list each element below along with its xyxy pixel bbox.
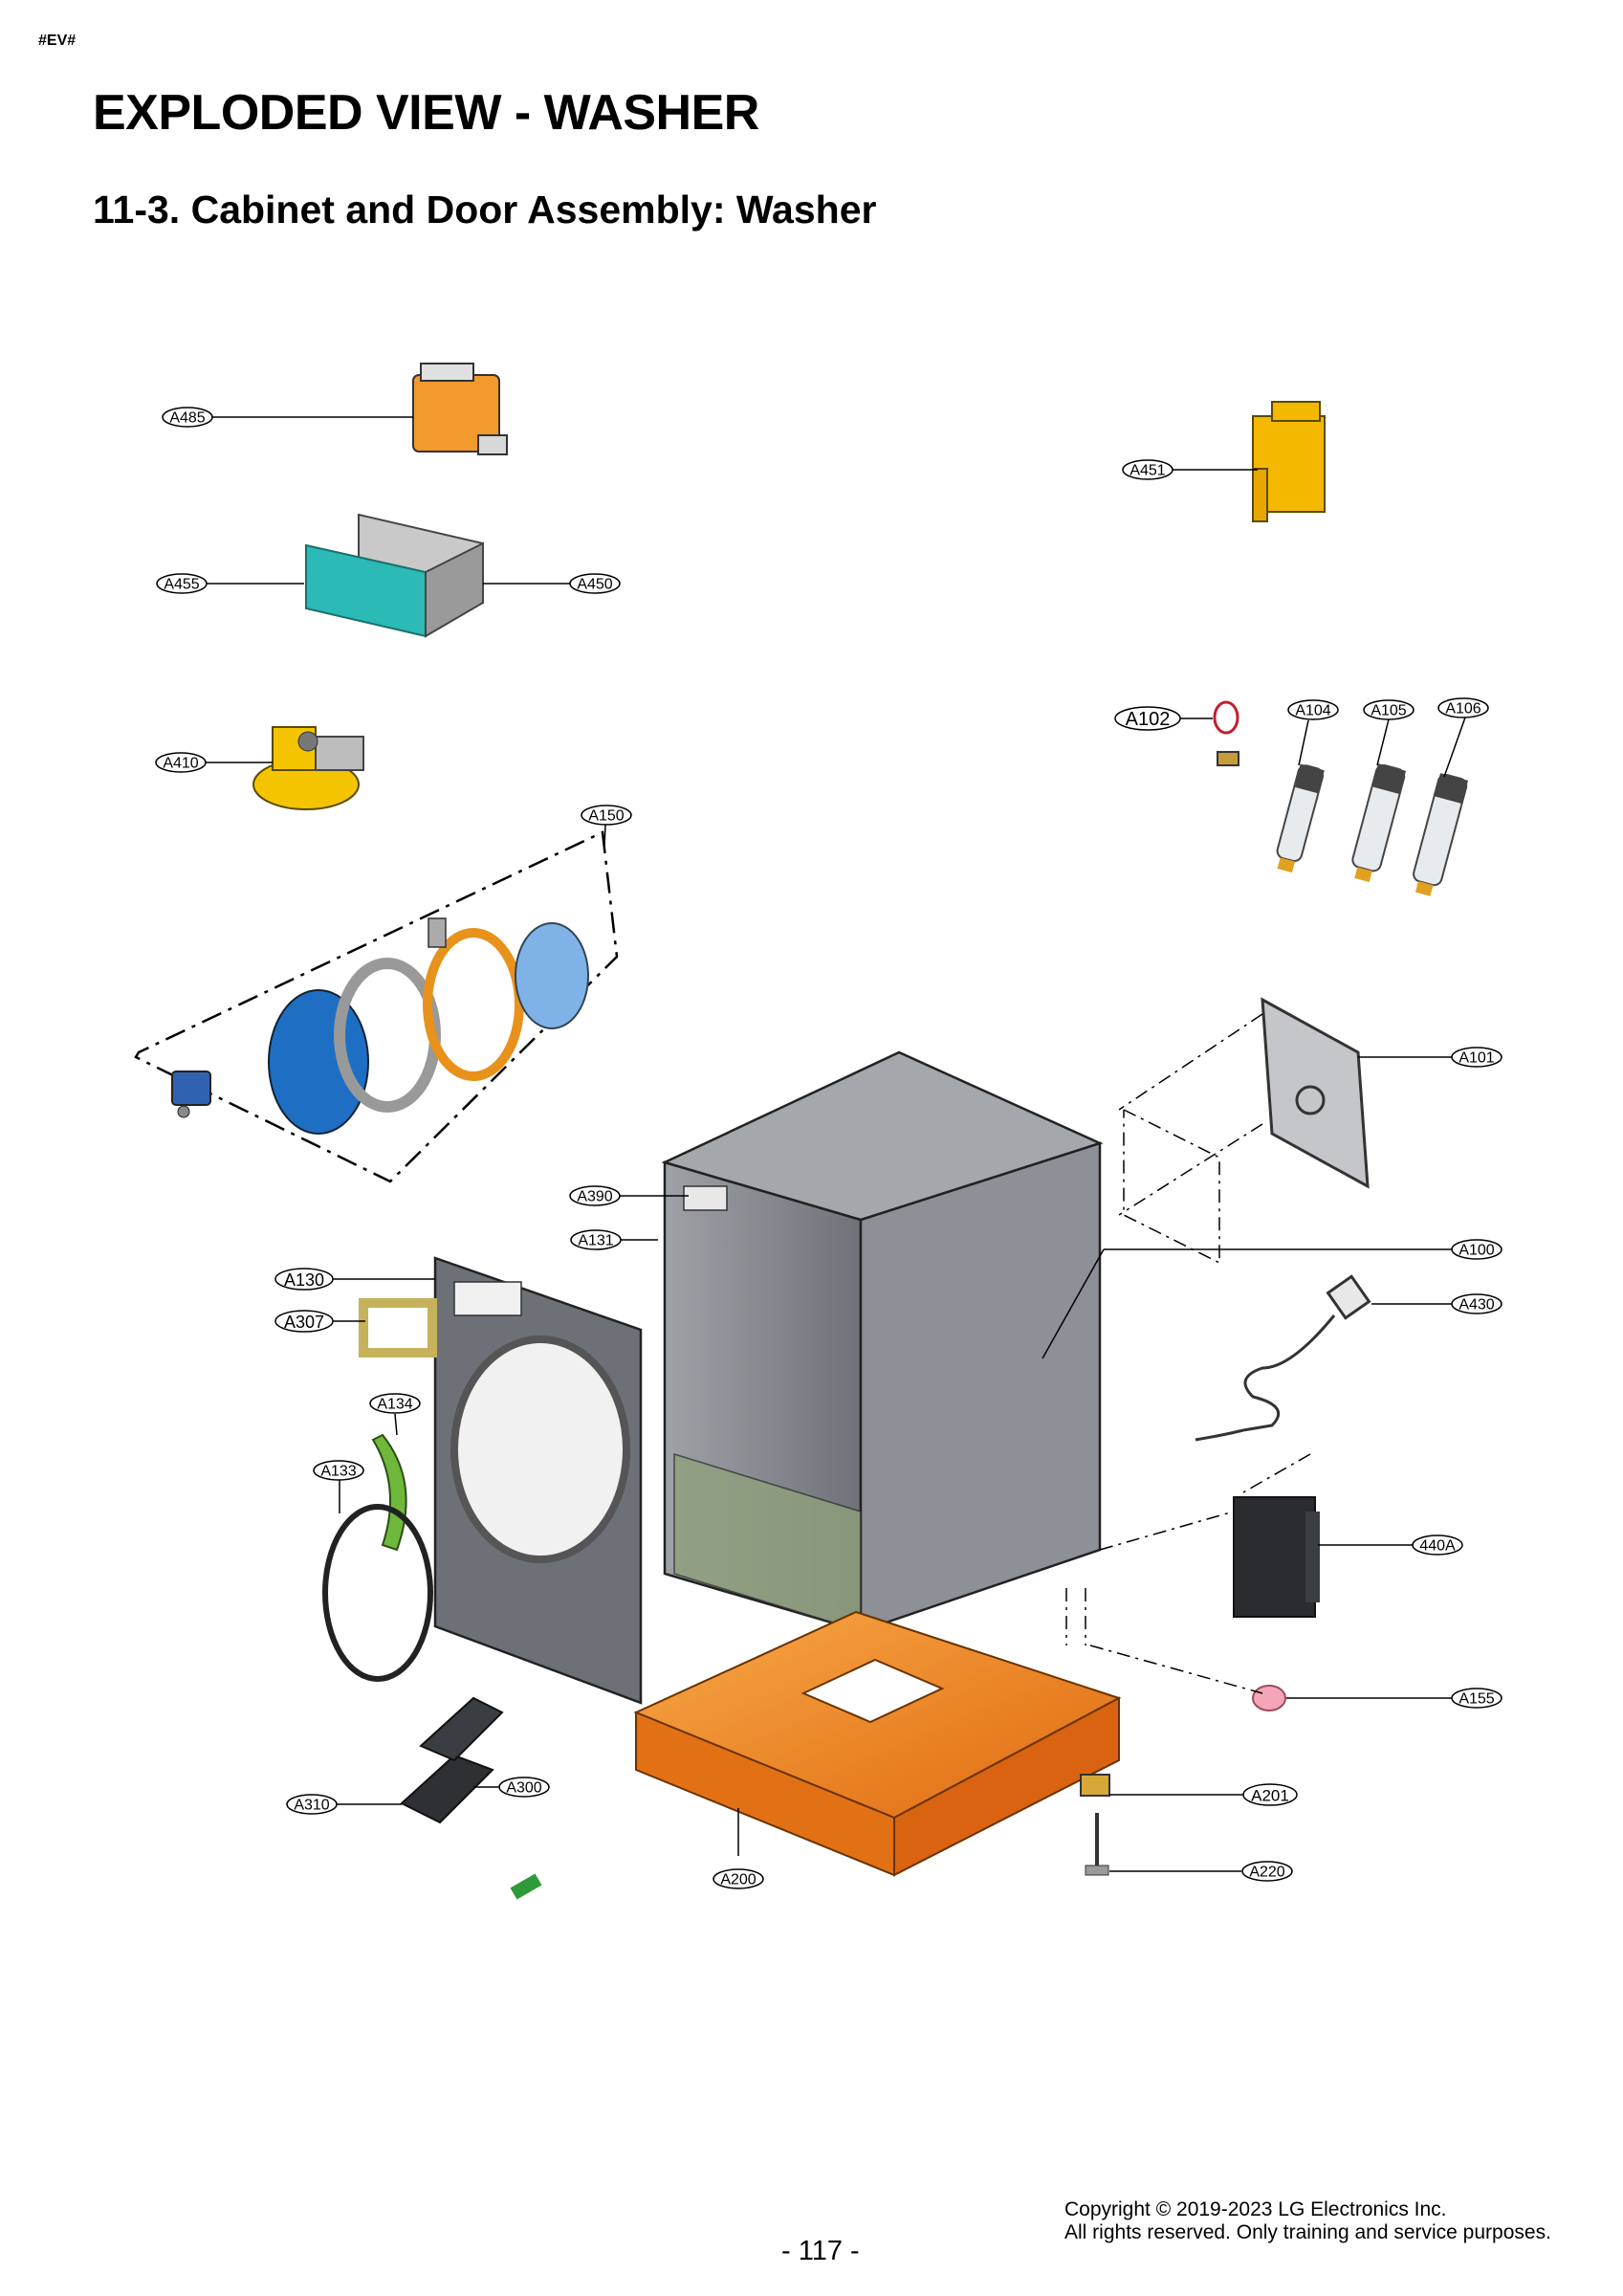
callout-a102 <box>1114 706 1181 731</box>
part-a133 <box>322 1504 433 1682</box>
callout-a130 <box>274 1268 334 1291</box>
callout-label-a150: A150 <box>588 808 624 825</box>
callout-a220 <box>1241 1861 1293 1882</box>
callout-a300 <box>498 1777 550 1798</box>
callout-label-a104: A104 <box>1295 703 1330 719</box>
callout-label-a105: A105 <box>1371 703 1406 719</box>
callout-label-a451: A451 <box>1130 463 1165 479</box>
part-base-a200 <box>633 1610 1122 1877</box>
part-a451 <box>1252 401 1326 522</box>
callout-a200 <box>713 1868 764 1889</box>
callout-label-a130: A130 <box>284 1270 324 1290</box>
callout-label-a102: A102 <box>1126 709 1171 730</box>
callout-a101 <box>1451 1047 1502 1068</box>
callout-label-a390: A390 <box>577 1189 612 1205</box>
callout-label-a450: A450 <box>577 577 612 593</box>
callout-a150 <box>581 805 632 826</box>
callout-a390 <box>569 1185 621 1206</box>
page-tag: #EV# <box>38 33 77 49</box>
callout-a485 <box>162 407 213 428</box>
callout-label-a310: A310 <box>294 1798 329 1814</box>
part-power-cord-a430 <box>1195 1274 1371 1442</box>
copyright-line-1: Copyright © 2019-2023 LG Electronics Inc… <box>1064 2198 1447 2220</box>
part-a134 <box>371 1433 407 1552</box>
part-a455-a450 <box>305 513 484 638</box>
page-number: - 117 - <box>781 2236 860 2266</box>
rear-panel-dashed-guides <box>1118 1013 1263 1265</box>
callout-label-a430: A430 <box>1459 1297 1494 1314</box>
copyright: Copyright © 2019-2023 LG Electronics Inc… <box>1064 2198 1551 2244</box>
part-filters <box>1276 763 1469 896</box>
part-a220 <box>1085 1813 1109 1876</box>
callout-a133 <box>313 1460 364 1481</box>
part-a410 <box>252 726 364 810</box>
part-a300-a310 <box>400 1696 504 1824</box>
callout-a455 <box>156 573 208 594</box>
callout-a131 <box>570 1229 622 1250</box>
callout-label-440a: 440A <box>1419 1538 1456 1555</box>
part-a307 <box>359 1298 437 1358</box>
callout-label-a133: A133 <box>320 1464 356 1480</box>
callout-label-a155: A155 <box>1459 1691 1494 1708</box>
part-440a <box>1233 1496 1320 1618</box>
part-green-plug <box>510 1873 542 1900</box>
part-front-panel-a130 <box>433 1256 643 1705</box>
part-a155 <box>1252 1685 1286 1711</box>
callout-a100 <box>1451 1239 1502 1260</box>
part-a102 <box>1213 700 1239 766</box>
callout-a105 <box>1363 699 1415 720</box>
part-cabinet-a100 <box>661 1050 1104 1633</box>
part-door-parts <box>171 917 589 1135</box>
callout-a134 <box>369 1393 421 1414</box>
callout-a450 <box>569 573 621 594</box>
callout-a104 <box>1287 699 1339 720</box>
callout-a410 <box>155 752 207 773</box>
part-rear-panel-a101 <box>1261 997 1370 1189</box>
callout-a451 <box>1122 459 1173 480</box>
callout-a430 <box>1451 1293 1502 1314</box>
callouts <box>206 416 1466 1872</box>
part-a485 <box>412 363 508 455</box>
callout-labels: A485 A451 A455 A450 A102 A104 A105 A106 … <box>163 410 1494 1888</box>
callout-label-a106: A106 <box>1445 701 1480 718</box>
callout-label-a300: A300 <box>506 1780 541 1797</box>
section-title: 11-3. Cabinet and Door Assembly: Washer <box>93 188 877 232</box>
callout-label-a131: A131 <box>578 1233 613 1249</box>
callout-label-a200: A200 <box>720 1872 756 1888</box>
callout-label-a134: A134 <box>377 1397 412 1413</box>
door-group-boundary <box>134 830 619 1183</box>
callout-a155 <box>1451 1688 1502 1709</box>
callout-a310 <box>286 1794 338 1815</box>
callout-a307 <box>274 1310 334 1333</box>
callout-a106 <box>1437 697 1489 718</box>
dashed-guides <box>1065 1453 1311 1694</box>
callout-label-a410: A410 <box>163 756 198 772</box>
callout-440a <box>1412 1534 1463 1556</box>
callout-label-a101: A101 <box>1459 1050 1494 1067</box>
callout-label-a100: A100 <box>1459 1243 1494 1259</box>
callout-label-a307: A307 <box>284 1313 324 1332</box>
page-title: EXPLODED VIEW - WASHER <box>93 85 759 141</box>
callout-label-a455: A455 <box>164 577 199 593</box>
callout-ovals <box>155 407 1502 1889</box>
callout-a201 <box>1242 1783 1298 1806</box>
callout-label-a485: A485 <box>169 410 205 427</box>
part-a201 <box>1080 1774 1110 1797</box>
callout-label-a220: A220 <box>1249 1865 1284 1881</box>
copyright-line-2: All rights reserved. Only training and s… <box>1064 2221 1551 2243</box>
callout-label-a201: A201 <box>1251 1787 1289 1805</box>
